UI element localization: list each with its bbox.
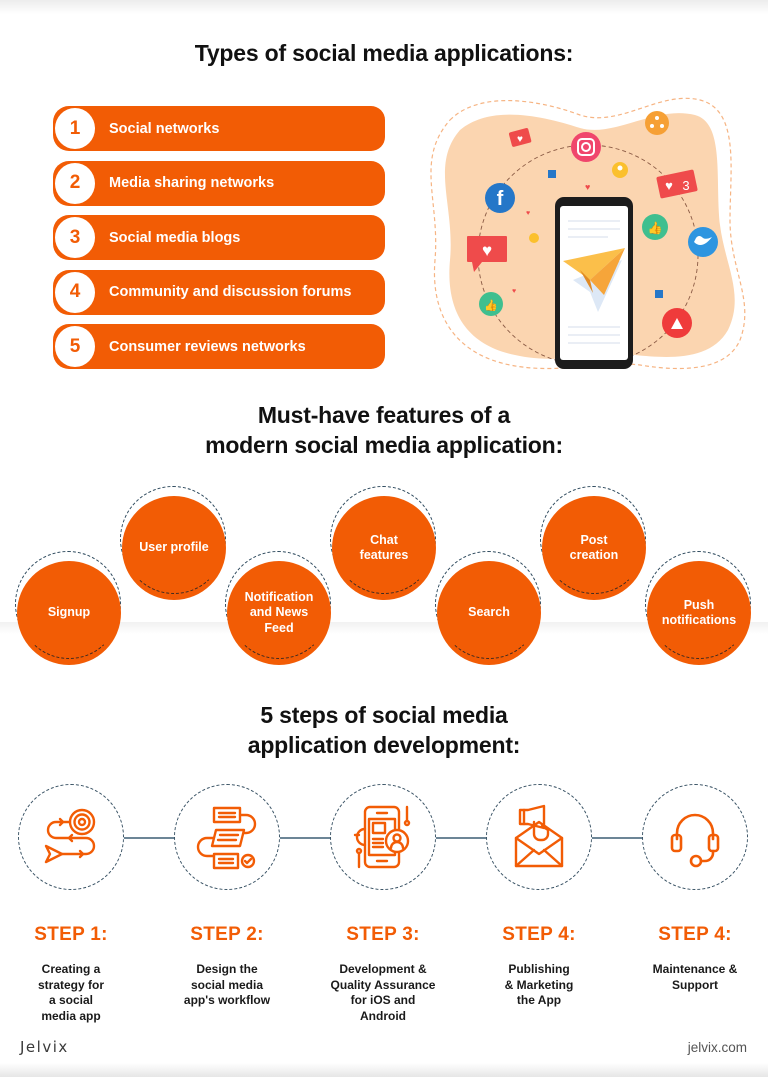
like-icon: 👍 <box>479 292 503 316</box>
step-4-title: STEP 4: <box>502 924 576 945</box>
feature-label: Chat <box>370 532 398 547</box>
step-5-title: STEP 4: <box>658 924 732 945</box>
feature-push-notifications: Push notifications <box>645 551 751 665</box>
type-label: Media sharing networks <box>109 175 275 191</box>
type-number: 3 <box>53 215 97 260</box>
website-link[interactable]: jelvix.com <box>687 1040 747 1055</box>
step-1-title: STEP 1: <box>34 924 108 945</box>
megaphone-envelope-icon <box>486 784 592 890</box>
features-baseline-band <box>0 622 768 634</box>
features-title-line1: Must-have features of a <box>257 402 511 428</box>
feature-label: and News <box>249 605 309 620</box>
svg-text:f: f <box>497 188 504 210</box>
step-connector <box>280 837 332 839</box>
like-icon <box>655 290 663 298</box>
feature-post-creation: Post creation <box>540 486 646 600</box>
feature-notification-news-feed: Notification and News Feed <box>225 551 331 665</box>
feature-label: Notification <box>244 589 314 604</box>
heart-icon <box>529 233 539 243</box>
mobile-development-icon <box>330 784 436 890</box>
feature-label: Push <box>683 597 715 612</box>
paper-plane-icon <box>563 248 625 312</box>
types-title: Types of social media applications: <box>194 40 574 66</box>
step-2-title: STEP 2: <box>190 924 264 945</box>
youtube-icon <box>662 308 692 338</box>
step-3-description: Development &Quality Assurance for iOS a… <box>330 962 436 1023</box>
feature-label: creation <box>569 548 619 562</box>
svg-text:♥: ♥ <box>665 178 673 193</box>
heart-chat-icon: ♥ <box>467 236 507 272</box>
like-icon <box>548 170 556 178</box>
type-number: 4 <box>53 269 97 315</box>
feature-chat: Chat features <box>330 486 436 600</box>
heart-icon: ♥ <box>585 182 590 192</box>
feature-user-profile: User profile <box>120 486 226 600</box>
svg-text:♥: ♥ <box>482 241 492 260</box>
type-label: Social media blogs <box>109 229 241 246</box>
step-connector <box>436 837 488 839</box>
type-number: 1 <box>53 106 97 151</box>
type-label: Social networks <box>109 120 220 137</box>
svg-text:👍: 👍 <box>648 221 663 235</box>
steps-title-line2: application development: <box>247 732 521 758</box>
instagram-icon <box>571 132 601 162</box>
share-icon <box>645 111 669 135</box>
feature-label: notifications <box>661 613 737 627</box>
type-number: 5 <box>53 324 97 369</box>
step-5-description: Maintenance &Support <box>652 962 738 992</box>
heart-chat-icon: ♥ <box>508 128 532 147</box>
type-label: Consumer reviews networks <box>109 338 306 355</box>
step-connector <box>124 837 176 839</box>
type-item: 1 Social networks <box>53 106 385 151</box>
heart-icon: ♥ <box>526 210 530 217</box>
types-list: 1 Social networks 2 Media sharing networ… <box>53 106 385 379</box>
feature-search: Search <box>435 551 541 665</box>
headset-icon <box>642 784 748 890</box>
step-connector <box>592 837 644 839</box>
type-item: 4 Community and discussion forums <box>53 269 385 315</box>
type-item: 5 Consumer reviews networks <box>53 324 385 369</box>
twitter-icon <box>688 227 718 257</box>
facebook-icon: f <box>485 183 515 213</box>
feature-label: features <box>359 548 409 562</box>
notification-badge-icon: ♥ 3 <box>656 169 698 199</box>
feature-label: Feed <box>264 620 294 635</box>
feature-label: Signup <box>47 605 91 620</box>
svg-text:3: 3 <box>682 178 689 193</box>
svg-text:👍: 👍 <box>484 299 498 312</box>
type-label: Community and discussion forums <box>109 284 352 300</box>
top-edge-shadow <box>0 0 768 14</box>
like-icon: 👍 <box>642 214 668 240</box>
feature-label: Post <box>580 532 608 547</box>
svg-text:♥: ♥ <box>517 134 523 145</box>
feature-signup: Signup <box>15 551 121 665</box>
bottom-edge-shadow <box>0 1063 768 1077</box>
step-3-title: STEP 3: <box>346 924 420 945</box>
target-strategy-icon <box>18 784 124 890</box>
smartphone-icon <box>555 197 633 369</box>
type-item: 2 Media sharing networks <box>53 160 385 206</box>
feature-label: Search <box>468 605 510 620</box>
user-icon <box>612 162 628 178</box>
workflow-icon <box>174 784 280 890</box>
jelvix-logo: Jelvix <box>20 1038 69 1056</box>
features-title-line2: modern social media application: <box>205 432 563 458</box>
feature-label: User profile <box>139 540 209 555</box>
heart-icon: ♥ <box>512 288 516 295</box>
type-number: 2 <box>53 160 97 206</box>
type-item: 3 Social media blogs <box>53 215 385 260</box>
social-media-illustration: f ♥ ♥ 3 ♥ <box>410 80 760 380</box>
steps-title-line1: 5 steps of social media <box>260 702 508 728</box>
step-4-description: Publishing& Marketing the App <box>504 962 574 1008</box>
